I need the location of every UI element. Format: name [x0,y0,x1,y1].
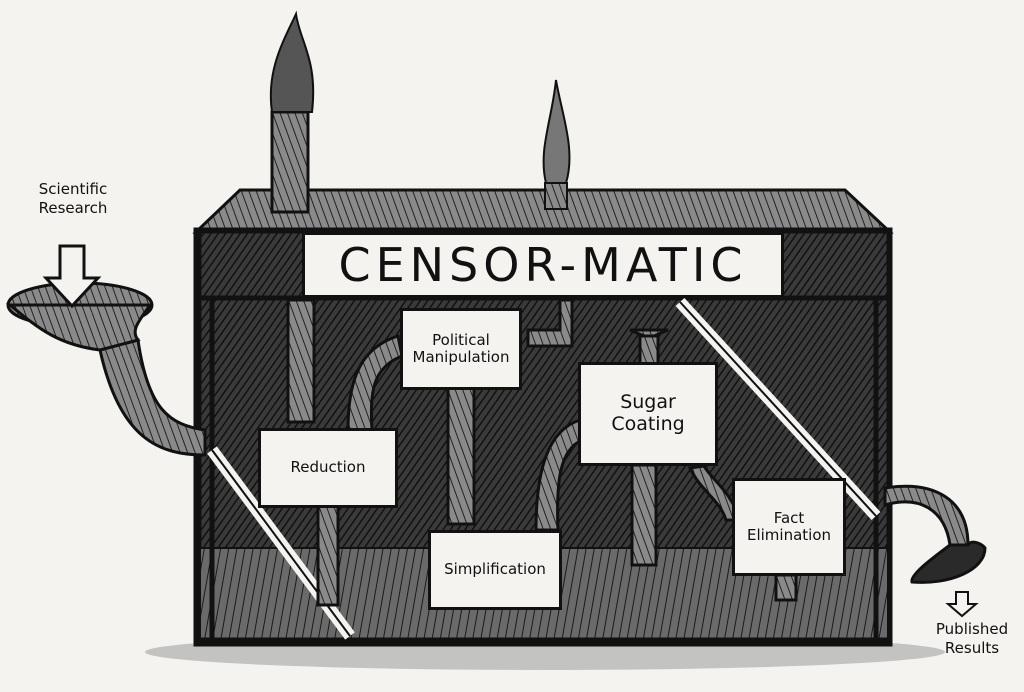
module-label-line: Sugar [620,391,676,414]
module-label-line: Fact [773,508,805,527]
machine-title-sign: CENSOR-MATIC [302,232,784,298]
machine-title: CENSOR-MATIC [338,238,748,292]
output-label: Published Results [924,620,1020,658]
module-reduction: Reduction [258,428,398,508]
module-label-line: Manipulation [412,348,510,366]
output-arrow [945,591,979,618]
output-label-line: Results [944,638,1000,657]
box-frame [193,227,893,647]
module-sugar-coating: Sugar Coating [578,362,718,466]
module-label-line: Coating [611,413,685,435]
module-political-manipulation: Political Manipulation [400,308,522,390]
module-label-line: Political [432,330,490,349]
output-label-line: Published [935,620,1009,638]
module-label-line: Reduction [290,458,366,477]
input-arrow [42,244,102,309]
chimney-right [542,79,571,210]
input-label-line: Research [38,198,108,217]
module-simplification: Simplification [428,530,562,610]
input-label: Scientific Research [18,180,128,218]
outlet-pipe [883,484,987,584]
internal-pipes [286,298,798,607]
inlet-funnel [5,281,207,457]
chimney-left [269,10,315,214]
module-fact-elimination: Fact Elimination [732,478,846,576]
module-label-line: Simplification [444,560,546,579]
module-label-line: Elimination [746,526,832,544]
input-label-line: Scientific [38,180,108,198]
